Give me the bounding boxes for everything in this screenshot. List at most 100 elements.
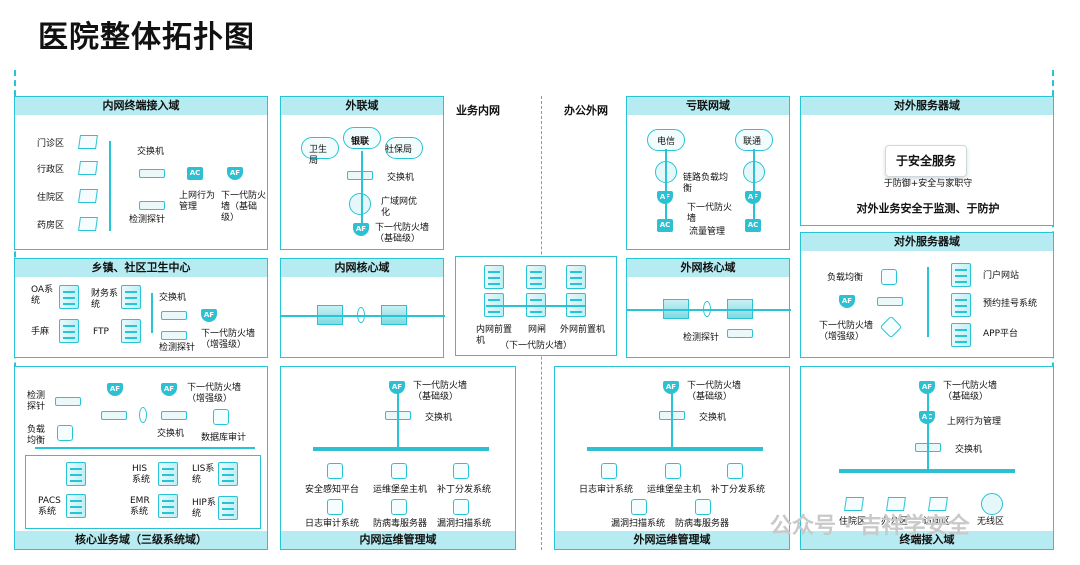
- server-icon: [218, 462, 238, 486]
- system-label: FTP: [93, 327, 109, 337]
- server-label: 预约挂号系统: [983, 299, 1038, 309]
- gateway-icon: [879, 315, 903, 339]
- zone-title: 内网运维管理域: [281, 531, 515, 549]
- slogan: 对外业务安全于监测、于防护: [856, 202, 1000, 215]
- system-label: HIS系统: [132, 464, 151, 485]
- system-icon: [695, 499, 711, 515]
- lb-icon: [57, 425, 73, 441]
- link-line: [281, 315, 445, 317]
- link-line: [486, 305, 586, 307]
- zone-title: 对外服务器域: [801, 233, 1053, 251]
- firewall-icon: AF: [107, 383, 123, 396]
- probe-label: 检测探针: [129, 215, 166, 225]
- system-label: HIP系统: [192, 498, 216, 519]
- link-line: [927, 393, 929, 469]
- switch-icon: [877, 297, 903, 306]
- monitor-icon: [78, 161, 98, 175]
- system-icon: [665, 463, 681, 479]
- system-label: 安全感知平台: [305, 485, 360, 495]
- area-label: 药房区: [37, 221, 65, 231]
- server-icon: [66, 494, 86, 518]
- link-line: [627, 309, 791, 311]
- business-net-label: 业务内网: [456, 104, 500, 117]
- front-label: 内网前置机: [476, 325, 513, 346]
- zone-terminal: 终端接入域 AF 下一代防火墙（基础级） AC 上网行为管理 交换机 住院区 办…: [800, 366, 1054, 550]
- server-label: 门户网站: [983, 271, 1020, 281]
- zone-front: 内网前置机 网闸 外网前置机 （下一代防火墙）: [455, 256, 617, 356]
- system-icon: [453, 463, 469, 479]
- probe-label: 检测探针: [683, 333, 720, 343]
- zone-ext-service: 对外服务器域 负载均衡 AF 下一代防火墙（增强级） 门户网站 预约挂号系统 A…: [800, 232, 1054, 358]
- system-label: 漏洞扫描系统: [611, 519, 666, 529]
- server-icon: [526, 265, 546, 289]
- behavior-icon: AC: [187, 167, 203, 180]
- wan-label: 广域网优化: [381, 197, 418, 218]
- link-oval: [139, 407, 147, 423]
- switch-label: 交换机: [137, 147, 165, 157]
- front-label: 网闸: [528, 325, 547, 335]
- system-icon: [631, 499, 647, 515]
- zone-title: 外联域: [281, 97, 443, 115]
- firewall-label: 下一代防火墙: [687, 203, 733, 224]
- probe-icon: [139, 201, 165, 210]
- security-service-badge: 于安全服务: [885, 145, 967, 177]
- zone-title: 核心业务域（三级系统域）: [15, 531, 267, 549]
- zone-title: 外网运维管理域: [555, 531, 789, 549]
- lb-icon: [881, 269, 897, 285]
- tagline: 于防御+安全与家职守: [883, 179, 973, 189]
- cloud-label: 社保局: [385, 145, 413, 155]
- bus-line: [587, 447, 763, 451]
- system-label: 运维堡垒主机: [647, 485, 702, 495]
- bus-line: [839, 469, 1015, 473]
- system-label: 日志审计系统: [305, 519, 360, 529]
- cloud-label: 联通: [743, 137, 762, 147]
- cloud-label: 银联: [351, 137, 370, 147]
- server-icon: [951, 263, 971, 287]
- wifi-icon: [981, 493, 1003, 515]
- switch-icon: [161, 311, 187, 320]
- server-icon: [59, 285, 79, 309]
- system-label: 补丁分发系统: [711, 485, 766, 495]
- firewall-icon: AF: [839, 295, 855, 308]
- switch-icon: [139, 169, 165, 178]
- link-line: [927, 267, 929, 337]
- switch-label: 交换机: [157, 429, 185, 439]
- link-line: [397, 393, 399, 447]
- area-label: 住院区: [839, 517, 867, 527]
- systems-box: PACS系统 HIS系统 LIS系统 EMR系统 HIP系统: [25, 455, 261, 529]
- zone-core-business: 核心业务域（三级系统域） 检测探针 负载均衡 AF AF 下一代防火墙（增强级）…: [14, 366, 268, 550]
- monitor-icon: [78, 135, 98, 149]
- area-label: 行政区: [37, 165, 65, 175]
- system-label: 手麻: [31, 327, 50, 337]
- system-label: 防病毒服务器: [373, 519, 428, 529]
- zone-title: 内网终端接入域: [15, 97, 267, 115]
- server-icon: [218, 496, 238, 520]
- cloud-label: 电信: [657, 137, 676, 147]
- system-label: EMR系统: [130, 496, 150, 517]
- system-label: OA系统: [31, 285, 54, 306]
- system-label: 运维堡垒主机: [373, 485, 428, 495]
- link-line: [753, 149, 755, 221]
- switch-label: 交换机: [425, 413, 453, 423]
- server-icon: [158, 462, 178, 486]
- cloud-icon: [343, 127, 381, 149]
- firewall-icon: AF: [161, 383, 177, 396]
- firewall-label: 下一代防火墙（基础级）: [687, 381, 742, 402]
- lb-label: 负载均衡: [827, 273, 864, 283]
- server-icon: [59, 319, 79, 343]
- zone-title: 乡镇、社区卫生中心: [15, 259, 267, 277]
- area-label: 住院区: [37, 193, 65, 203]
- db-audit-label: 数据库审计: [201, 433, 247, 443]
- server-icon: [121, 319, 141, 343]
- system-label: 财务系统: [91, 289, 119, 310]
- switch-label: 交换机: [387, 173, 415, 183]
- firewall-icon: AF: [227, 167, 243, 180]
- area-label: 访问区: [923, 517, 951, 527]
- zone-outer-core: 外网核心域 检测探针: [626, 258, 791, 358]
- area-label: 办公区: [881, 517, 909, 527]
- system-label: PACS系统: [38, 496, 61, 517]
- system-icon: [453, 499, 469, 515]
- lb-label: 链路负载均衡: [683, 173, 729, 194]
- system-icon: [391, 499, 407, 515]
- zone-township: 乡镇、社区卫生中心 OA系统 财务系统 手麻 FTP 交换机 AF 下一代防火墙…: [14, 258, 268, 358]
